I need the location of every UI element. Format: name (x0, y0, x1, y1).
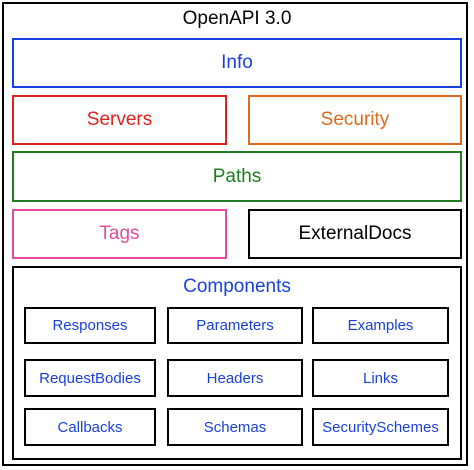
component-links: Links (312, 359, 449, 397)
component-label: SecuritySchemes (322, 418, 439, 436)
tags-label: Tags (99, 223, 140, 244)
component-label: Headers (206, 369, 264, 387)
paths-label: Paths (212, 165, 262, 187)
diagram-title: OpenAPI 3.0 (182, 8, 292, 29)
component-examples: Examples (312, 307, 449, 344)
components-label: Components (183, 276, 291, 297)
components-box: Components Responses Parameters Examples… (12, 266, 462, 460)
component-requestbodies: RequestBodies (24, 359, 156, 397)
component-label: Responses (52, 317, 128, 334)
component-label: RequestBodies (39, 369, 141, 387)
tags-box: Tags (12, 209, 227, 259)
servers-box: Servers (12, 95, 227, 145)
paths-box: Paths (12, 151, 462, 202)
externaldocs-box: ExternalDocs (248, 209, 462, 259)
externaldocs-label: ExternalDocs (298, 223, 412, 244)
info-label: Info (221, 52, 253, 73)
component-parameters: Parameters (167, 307, 303, 344)
component-label: Parameters (196, 317, 274, 334)
security-box: Security (248, 95, 462, 145)
component-securityschemes: SecuritySchemes (312, 408, 449, 446)
component-callbacks: Callbacks (24, 408, 156, 446)
component-schemas: Schemas (167, 408, 303, 446)
info-box: Info (12, 38, 462, 88)
component-label: Examples (347, 317, 414, 334)
servers-label: Servers (86, 109, 153, 130)
component-responses: Responses (24, 307, 156, 344)
component-label: Schemas (203, 418, 267, 436)
component-label: Links (362, 369, 399, 387)
security-label: Security (320, 109, 390, 130)
component-headers: Headers (167, 359, 303, 397)
component-label: Callbacks (57, 418, 123, 436)
